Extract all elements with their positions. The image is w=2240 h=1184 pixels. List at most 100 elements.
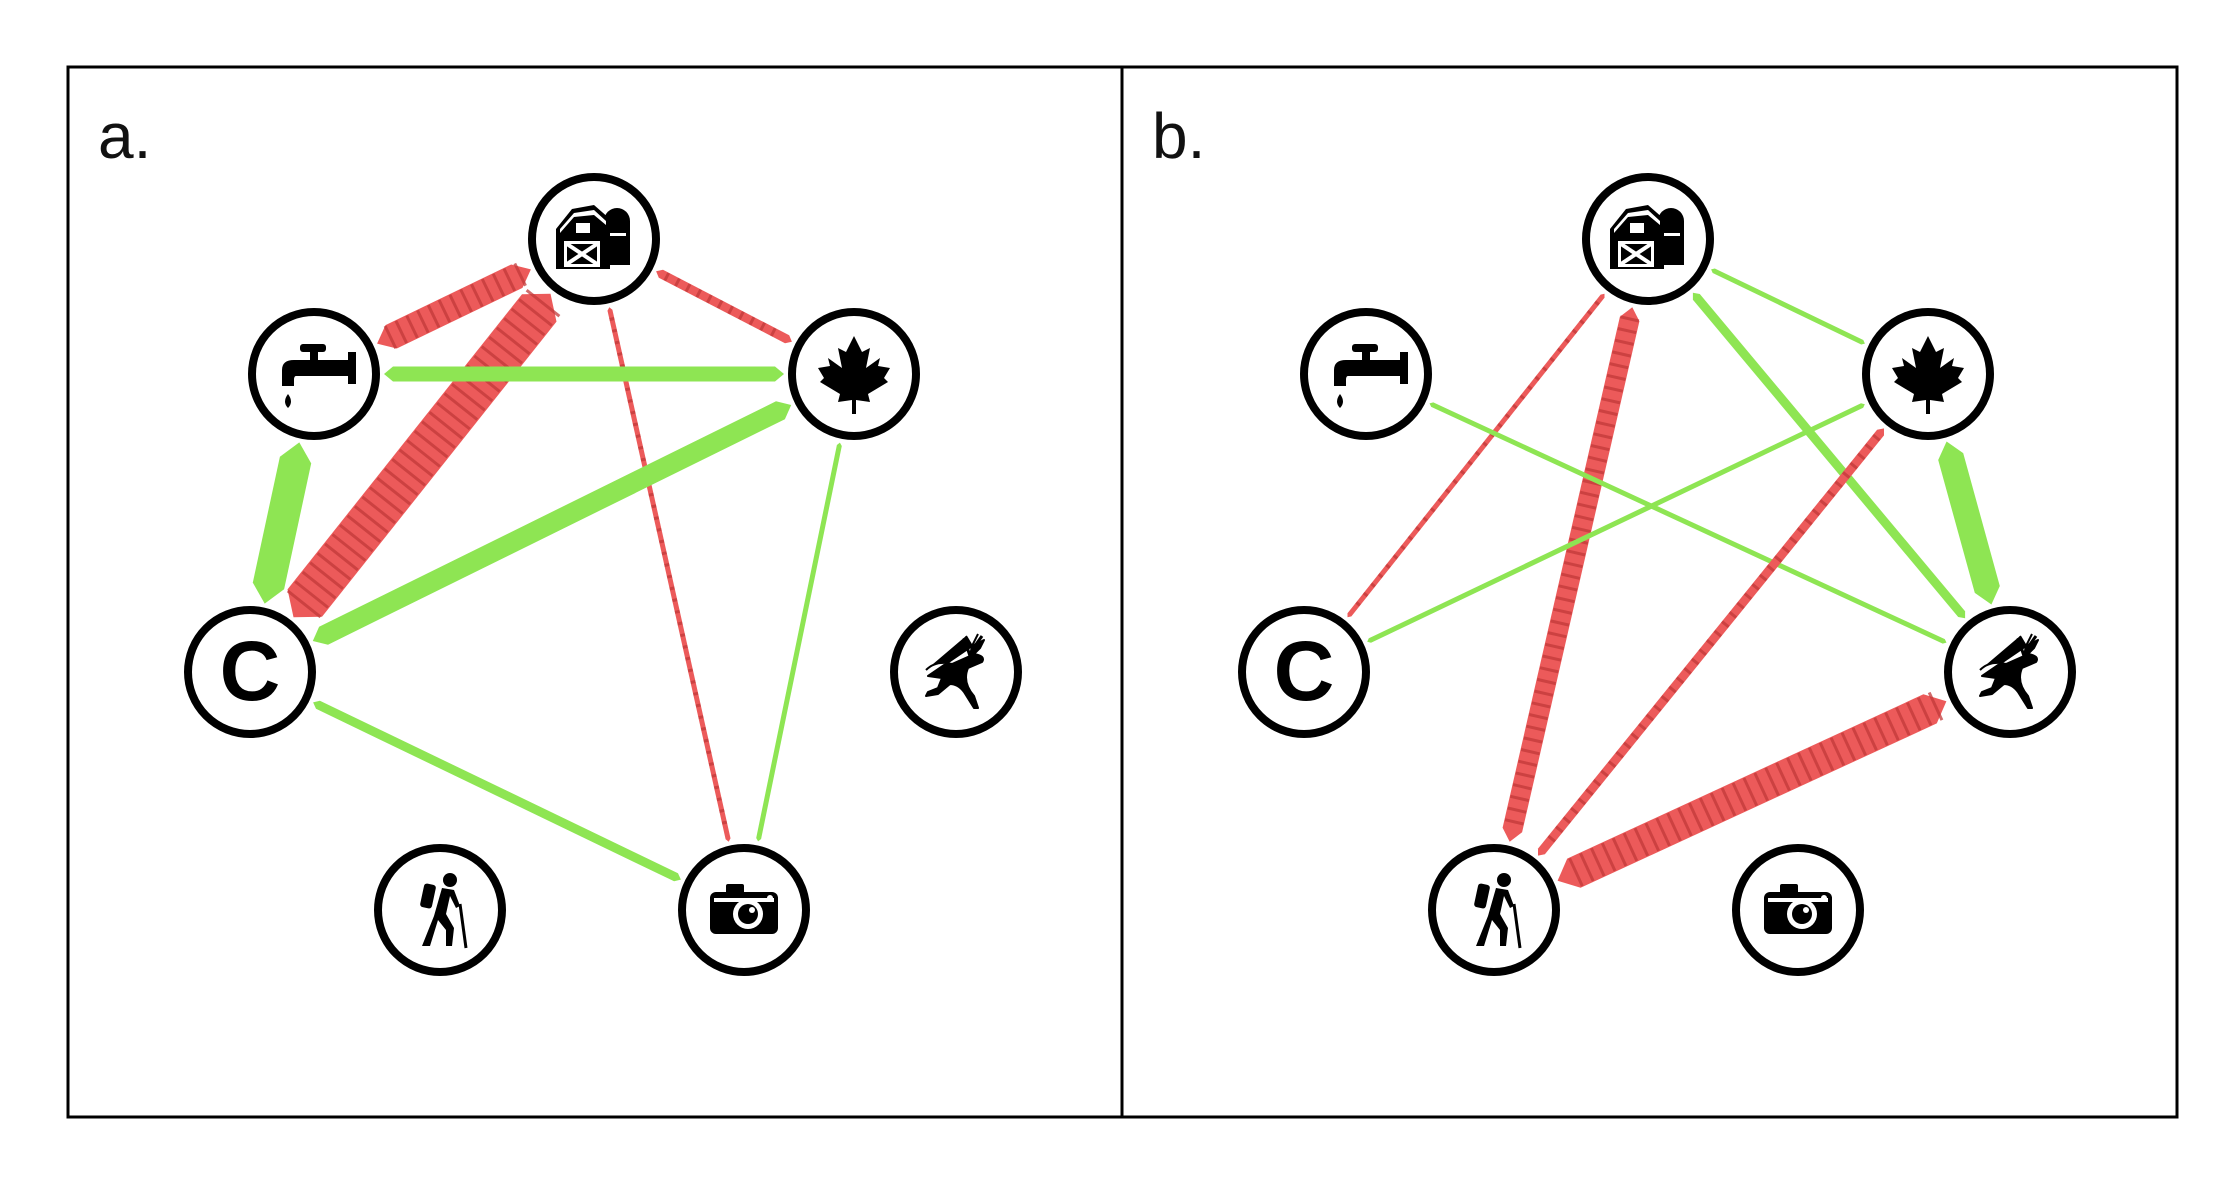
edge-stripe bbox=[716, 797, 722, 802]
edge-stripe bbox=[1520, 748, 1540, 756]
edge-stripe bbox=[1766, 564, 1775, 573]
edge-stripe bbox=[640, 457, 646, 462]
edge-stripe bbox=[1585, 788, 1594, 796]
edge-stripe bbox=[1534, 689, 1554, 697]
edge-stripe bbox=[1720, 787, 1737, 817]
edge-stripe bbox=[1709, 792, 1726, 822]
edge-stripe bbox=[1563, 560, 1583, 569]
edge-stripe bbox=[1840, 732, 1857, 762]
edge-farm-wildlife-positive bbox=[1692, 292, 1966, 619]
edge-stripe bbox=[653, 516, 660, 521]
edge-stripe bbox=[448, 294, 462, 318]
edge-stripe bbox=[428, 411, 464, 440]
edge-stripe bbox=[624, 387, 631, 392]
edge-farm-forest-positive bbox=[1711, 268, 1865, 345]
edge-stripe bbox=[1638, 722, 1647, 731]
edge-stripe bbox=[1862, 722, 1878, 751]
edge-stripe bbox=[1611, 837, 1628, 867]
edge-stripe bbox=[1552, 607, 1573, 615]
edge-stripe bbox=[398, 448, 434, 478]
edge-stripe bbox=[1736, 601, 1745, 610]
node-circle bbox=[184, 606, 316, 738]
edge-stripe bbox=[1598, 408, 1618, 417]
edge-stripe bbox=[1690, 657, 1700, 666]
edge-stripe bbox=[679, 633, 686, 638]
edge-stripe bbox=[677, 621, 683, 626]
edge-stripe bbox=[661, 551, 667, 556]
edge-stripe bbox=[394, 320, 408, 344]
edge-stripe bbox=[1826, 489, 1836, 498]
edge-stripe bbox=[1600, 769, 1609, 778]
edge-stripe bbox=[1560, 572, 1581, 580]
edge-stripe bbox=[738, 311, 745, 320]
edge-stripe bbox=[708, 762, 715, 767]
edge-stripe bbox=[1622, 832, 1639, 862]
node-water bbox=[248, 308, 380, 440]
edge-stripe bbox=[1645, 713, 1655, 722]
edge-stripe bbox=[630, 410, 636, 415]
climate-c-icon: C bbox=[1274, 624, 1335, 718]
edge-stripe bbox=[1644, 822, 1660, 852]
edge-farm-tourism-negative bbox=[607, 307, 731, 842]
edge-stripe bbox=[1444, 488, 1451, 494]
edge-stripe bbox=[682, 644, 688, 649]
edge-stripe bbox=[1415, 526, 1421, 532]
edge-stripe bbox=[658, 539, 665, 544]
edge-stripe bbox=[339, 523, 374, 553]
edge-stripe bbox=[656, 527, 662, 532]
edge-stripe bbox=[692, 691, 699, 696]
edge-stripe bbox=[502, 268, 517, 292]
edge-stripe bbox=[703, 738, 709, 743]
edge-stripe bbox=[1617, 327, 1637, 335]
node-wildlife bbox=[1944, 606, 2076, 738]
edge-stripe bbox=[1851, 727, 1867, 756]
edge-stripe bbox=[1577, 502, 1597, 510]
edge-stripe bbox=[617, 352, 623, 357]
edge-stripe bbox=[1509, 794, 1530, 803]
edge-stripe bbox=[413, 429, 449, 459]
edge-stripe bbox=[376, 476, 412, 506]
camera-icon bbox=[710, 884, 778, 934]
edge-stripe bbox=[1547, 834, 1556, 843]
edge-water-forest-positive bbox=[384, 366, 784, 382]
panel-a-label: a. bbox=[98, 100, 151, 172]
edge-stripe bbox=[748, 316, 756, 326]
edge-stripe bbox=[648, 492, 654, 497]
edge-stripe bbox=[436, 401, 471, 431]
edge-stripe bbox=[1655, 817, 1671, 847]
edge-stripe bbox=[459, 288, 473, 313]
edge-stripe bbox=[294, 580, 329, 609]
edge-stripe bbox=[1630, 732, 1640, 741]
edge-stripe bbox=[1620, 315, 1640, 323]
edge-stripe bbox=[1633, 827, 1650, 857]
edge-stripe bbox=[1873, 717, 1889, 746]
edge-stripe bbox=[353, 505, 389, 534]
edge-forest-wildlife-positive bbox=[1938, 441, 2000, 605]
edge-stripe bbox=[1705, 639, 1715, 647]
edge-stripe bbox=[518, 298, 553, 327]
edge-stripe bbox=[1607, 760, 1617, 768]
node-water bbox=[1300, 308, 1432, 440]
edge-stripe bbox=[1857, 452, 1866, 461]
node-climate: C bbox=[1238, 606, 1370, 738]
edge-stripe bbox=[1579, 490, 1600, 498]
edge-stripe bbox=[1773, 555, 1783, 563]
edge-stripe bbox=[1666, 812, 1682, 842]
edge-stripe bbox=[627, 399, 633, 403]
edge-stripe bbox=[437, 299, 452, 323]
edge-stripe bbox=[1504, 818, 1524, 826]
edge-stripes bbox=[663, 272, 777, 337]
edge-stripe bbox=[1377, 573, 1384, 579]
edge-stripe bbox=[1781, 545, 1791, 554]
edge-stripe bbox=[1622, 741, 1632, 750]
edge-stripe bbox=[1592, 778, 1602, 787]
edge-stripe bbox=[331, 533, 367, 562]
edge-water-wildlife-positive bbox=[1429, 402, 1947, 644]
edge-stripe bbox=[1504, 413, 1511, 419]
edge-stripe bbox=[1407, 535, 1414, 541]
edge-stripe bbox=[1849, 461, 1859, 470]
node-recreation bbox=[374, 844, 506, 976]
edge-stripe bbox=[632, 422, 639, 427]
edge-stripes bbox=[383, 262, 527, 349]
edge-stripe bbox=[1579, 852, 1595, 882]
